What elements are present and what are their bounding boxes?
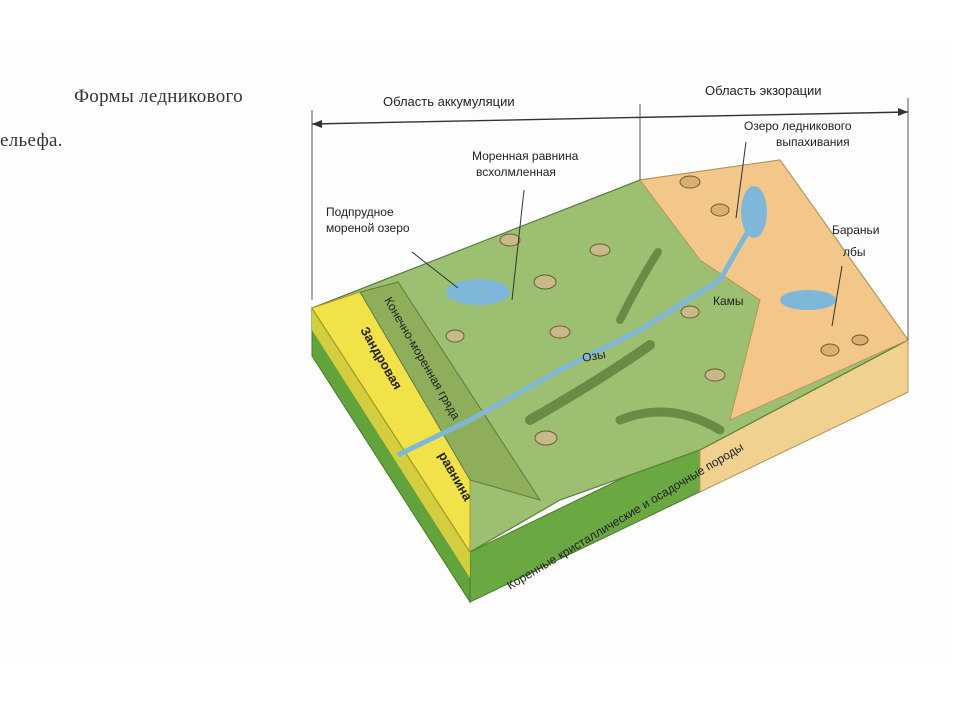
moraine-hill bbox=[445, 329, 465, 343]
terminal-moraine-ridge bbox=[359, 281, 542, 501]
plowing-lake-label: Озеро ледникового выпахивания bbox=[744, 119, 855, 149]
region-accumulation-label: Область аккумуляции bbox=[383, 94, 515, 109]
sand-side-band bbox=[312, 308, 470, 578]
region-exaration-label: Область экзорации bbox=[705, 83, 822, 98]
lake-moraine-label: Подпрудное мореной озеро bbox=[326, 205, 410, 235]
moraine-hill bbox=[533, 274, 557, 290]
glacial-plowing-lake-2 bbox=[780, 290, 836, 310]
eskers-label: Озы bbox=[581, 347, 607, 365]
region-arrow-left bbox=[312, 120, 322, 128]
exaration-rock-surface bbox=[639, 159, 909, 421]
moraine-hill bbox=[534, 430, 558, 446]
glacial-plowing-lake-1 bbox=[741, 186, 767, 238]
leader-plowing-lake bbox=[735, 141, 747, 219]
moraine-hill bbox=[589, 243, 611, 257]
esker-ridge-1 bbox=[525, 340, 655, 425]
leader-sheep-backs bbox=[831, 265, 843, 327]
kame-hill bbox=[680, 305, 700, 319]
roche-moutonnee bbox=[710, 203, 730, 217]
esker-ridge-3 bbox=[616, 248, 662, 324]
sheep-backs-label: Бараньи лбы bbox=[832, 223, 883, 259]
page-title-line2: ельефа. bbox=[0, 130, 63, 151]
leader-moraine-plain bbox=[511, 189, 525, 301]
roche-moutonnee bbox=[679, 175, 701, 189]
moraine-hill bbox=[499, 233, 521, 247]
region-span-line bbox=[311, 111, 909, 125]
moraine-dammed-lake bbox=[446, 279, 510, 305]
leader-moraine-lake bbox=[411, 251, 459, 289]
esker-ridge-2 bbox=[615, 407, 725, 435]
page-title-line1: Формы ледникового bbox=[74, 86, 243, 107]
moraine-plain-label: Моренная равнина всхолмленная bbox=[472, 149, 582, 179]
roche-moutonnee bbox=[820, 343, 840, 357]
moraine-hill bbox=[549, 325, 571, 339]
region-arrow-right bbox=[898, 108, 908, 116]
kames-label: Камы bbox=[713, 294, 744, 308]
roche-moutonnee bbox=[851, 334, 869, 346]
kame-hill bbox=[704, 368, 726, 382]
meltwater-river bbox=[396, 208, 763, 458]
